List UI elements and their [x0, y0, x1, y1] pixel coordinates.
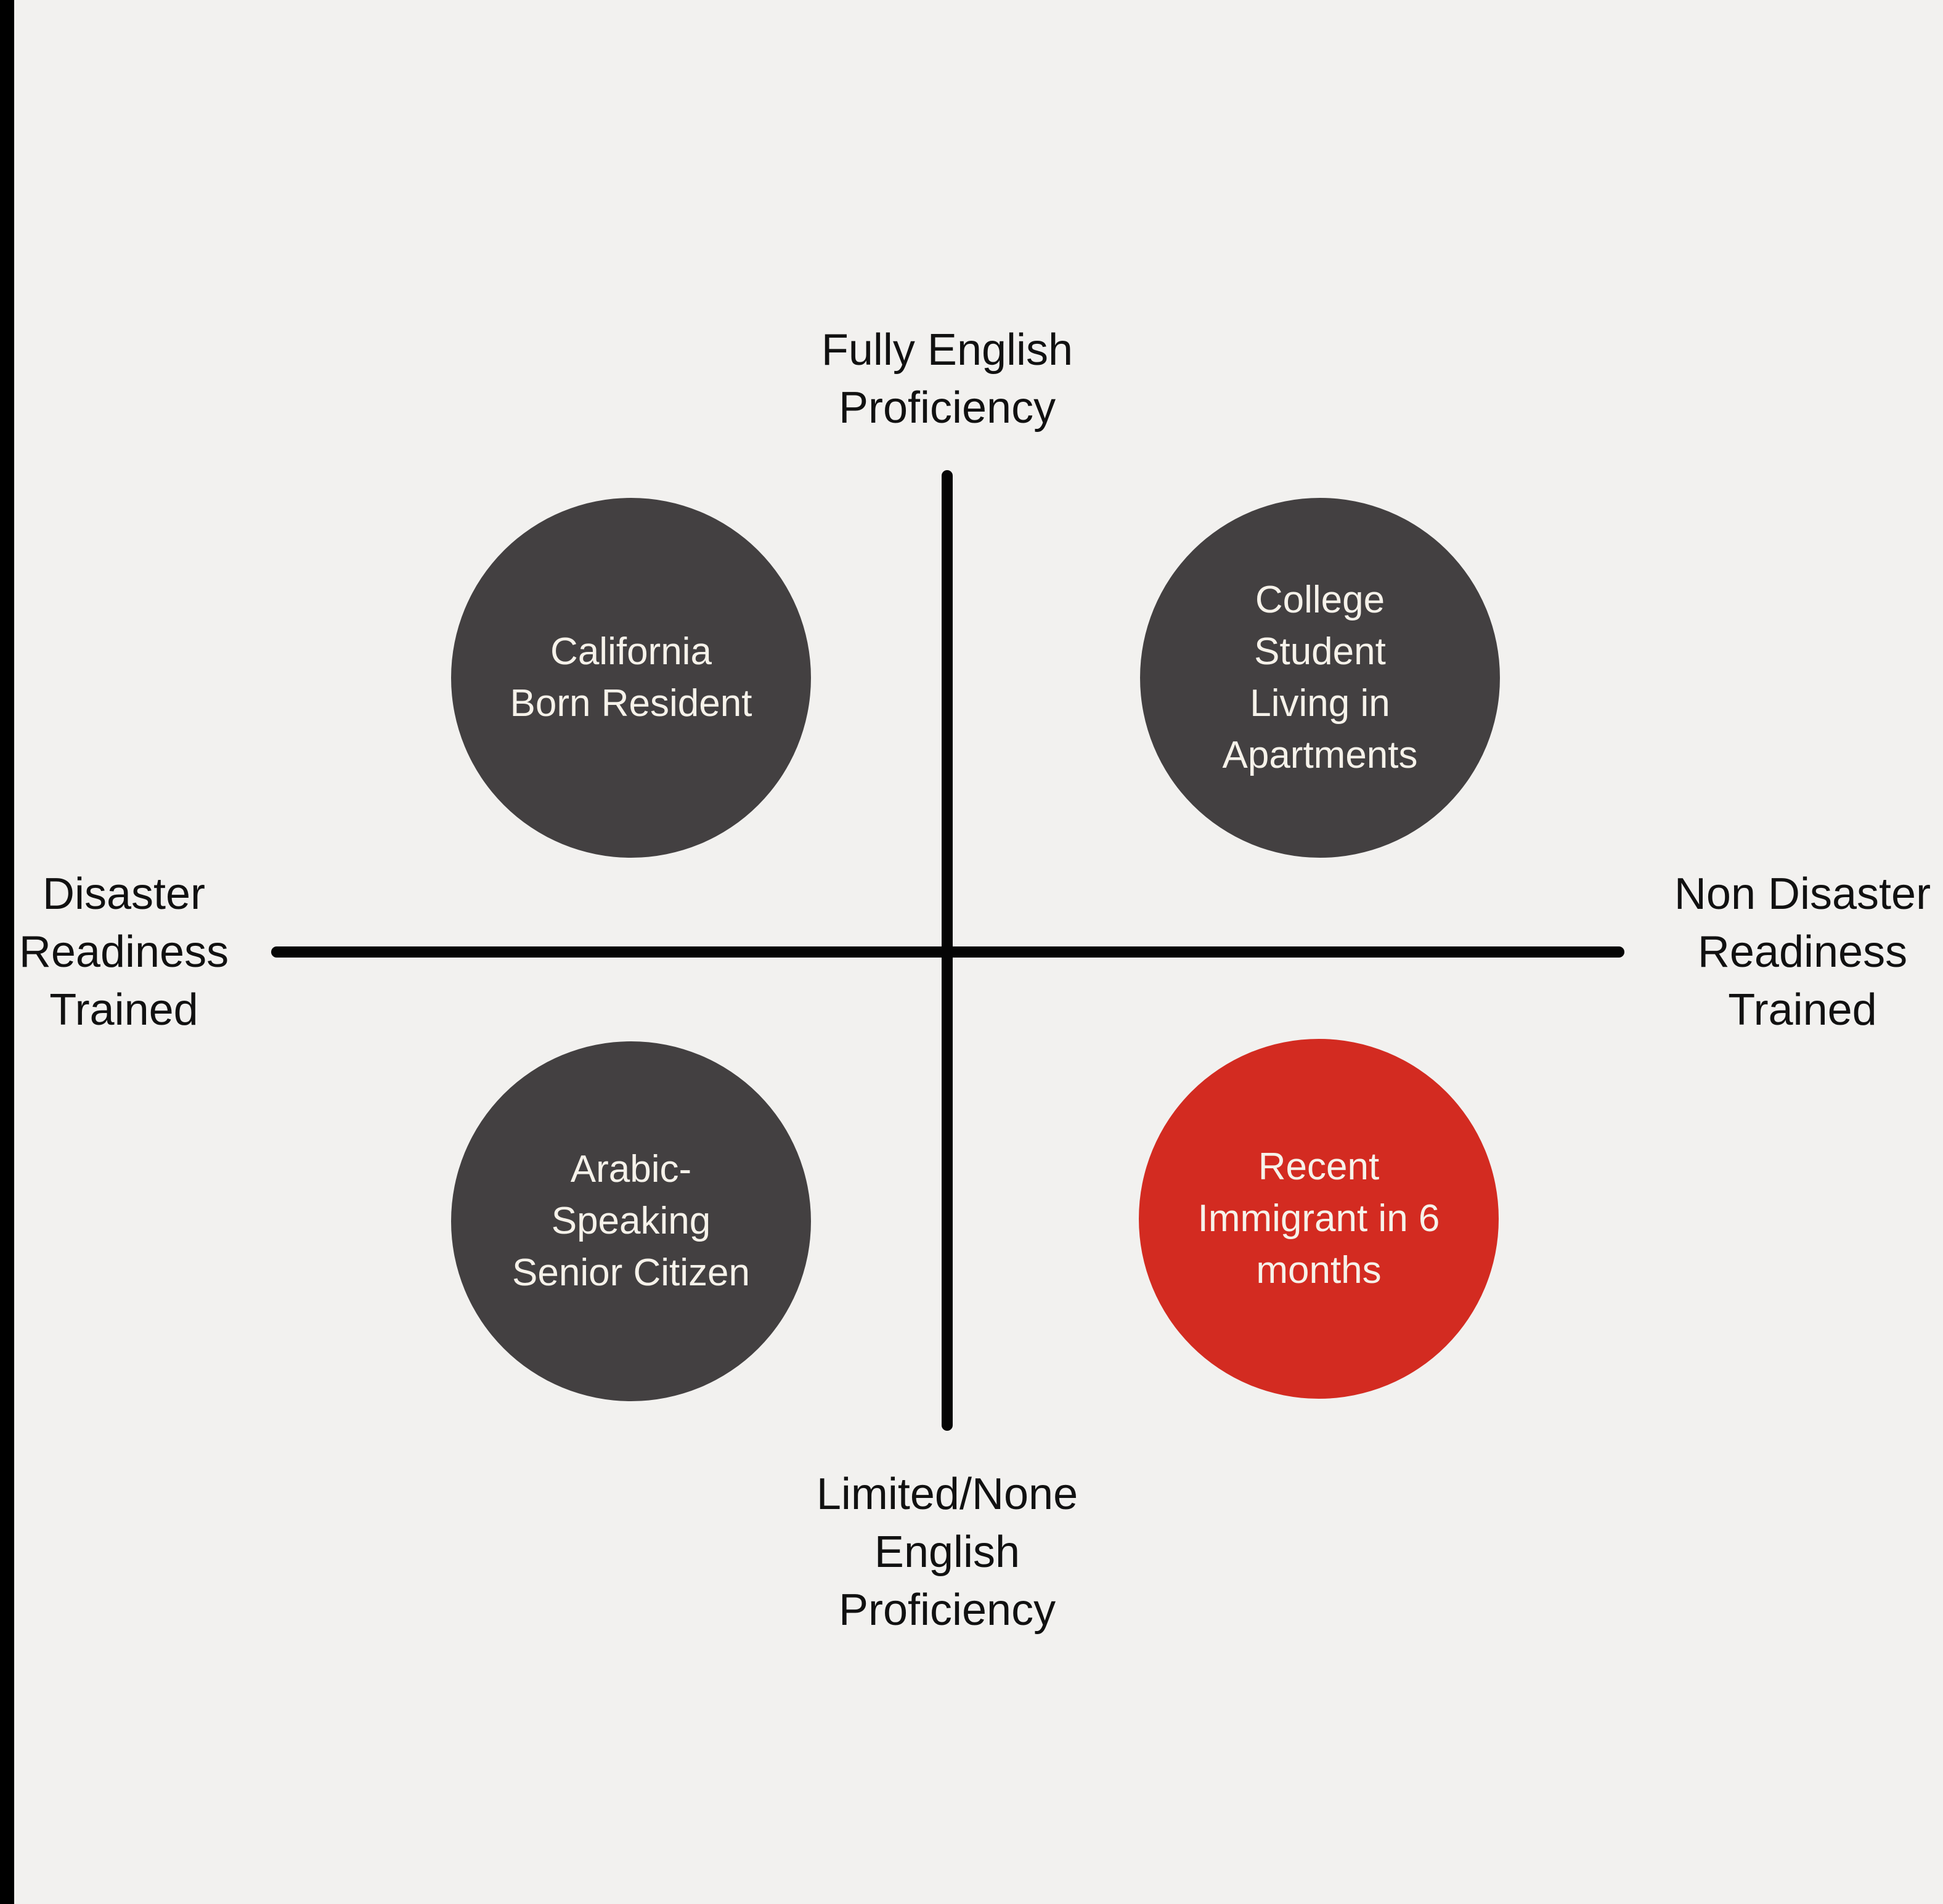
circle-california-born-resident: California Born Resident [451, 498, 811, 858]
circle-label-line: Recent [1258, 1145, 1380, 1188]
axis-label-left-line: Trained [49, 985, 198, 1035]
circle-label-line: Speaking [551, 1200, 711, 1242]
axis-label-right-line: Trained [1728, 985, 1877, 1035]
axis-label-right-line: Non Disaster [1674, 869, 1931, 919]
axis-label-top: Fully English Proficiency [577, 321, 1317, 437]
axis-label-left: Disaster Readiness Trained [0, 865, 309, 1039]
circle-label-line: Apartments [1222, 734, 1418, 776]
circle-label-line: Senior Citizen [512, 1251, 750, 1294]
axis-label-bottom-line: Limited/None [816, 1470, 1078, 1519]
axis-label-right: Non Disaster Readiness Trained [1618, 865, 1943, 1039]
circle-label-line: Born Resident [510, 682, 752, 725]
circle-label-line: months [1256, 1249, 1382, 1292]
circle-label-line: California [550, 630, 712, 673]
horizontal-axis-line [271, 946, 1624, 958]
circle-label-line: Student [1254, 630, 1386, 673]
circle-recent-immigrant: Recent Immigrant in 6 months [1139, 1039, 1499, 1399]
axis-label-bottom: Limited/None English Proficiency [577, 1465, 1317, 1639]
circle-label-line: Arabic- [570, 1148, 692, 1190]
axis-label-bottom-line: English [874, 1528, 1020, 1577]
axis-label-top-line: Fully English [821, 325, 1073, 375]
axis-label-left-line: Readiness [18, 927, 229, 977]
axis-label-left-line: Disaster [42, 869, 206, 919]
axis-label-bottom-line: Proficiency [838, 1585, 1056, 1635]
circle-college-student: College Student Living in Apartments [1140, 498, 1500, 858]
axis-label-top-line: Proficiency [838, 383, 1056, 433]
axis-label-right-line: Readiness [1697, 927, 1908, 977]
left-edge-bar [0, 0, 14, 1904]
circle-label-line: College [1255, 579, 1385, 621]
circle-arabic-speaking-senior: Arabic- Speaking Senior Citizen [451, 1041, 811, 1401]
circle-label-line: Immigrant in 6 [1197, 1197, 1440, 1240]
circle-label-line: Living in [1250, 682, 1390, 725]
